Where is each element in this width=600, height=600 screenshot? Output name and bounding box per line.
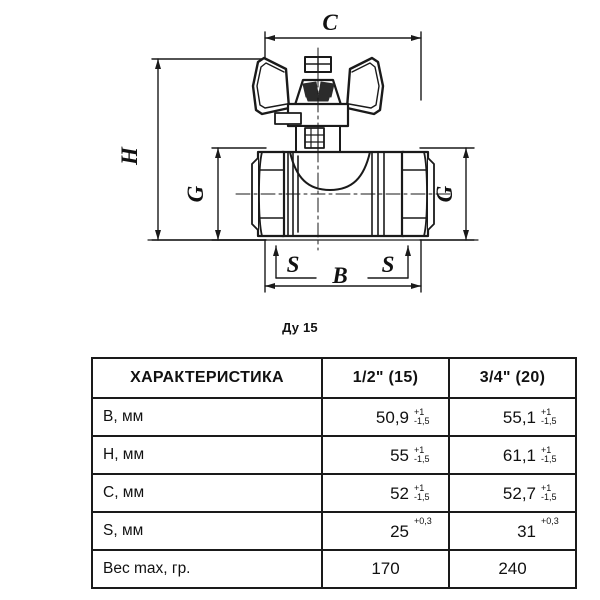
dimension-label-b: B bbox=[331, 263, 347, 288]
value-number: 240 bbox=[498, 559, 527, 578]
table-header-row: ХАРАКТЕРИСТИКА 1/2" (15) 3/4" (20) bbox=[91, 357, 577, 399]
tolerance: +1 -1,5 bbox=[541, 482, 561, 503]
row-label: Вес max, гр. bbox=[91, 549, 323, 589]
dimension-label-s-left: S bbox=[287, 252, 300, 277]
row-value-col1: 50,9 +1 -1,5 bbox=[321, 397, 450, 437]
tolerance-lower: -1,5 bbox=[541, 492, 557, 502]
row-value-col2: 240 bbox=[448, 549, 577, 589]
technical-drawing: C H G G B S S bbox=[117, 10, 479, 293]
table-row: C, мм 52 +1 -1,5 52,7 +1 bbox=[91, 473, 577, 513]
dimension-h bbox=[151, 58, 267, 241]
row-value-col1: 170 bbox=[321, 549, 450, 589]
tolerance-lower: -1,5 bbox=[541, 416, 557, 426]
tolerance-upper: +1 bbox=[414, 444, 425, 455]
dimension-b bbox=[264, 239, 422, 293]
dimension-label-g-right: G bbox=[432, 185, 457, 202]
tolerance: +1 -1,5 bbox=[414, 444, 434, 465]
tolerance-lower: -1,5 bbox=[541, 454, 557, 464]
value-number: 55 bbox=[390, 445, 409, 465]
table-row: S, мм 25 +0,3 31 +0,3 bbox=[91, 511, 577, 551]
tolerance-upper: +1 bbox=[541, 482, 552, 493]
table-row: B, мм 50,9 +1 -1,5 55,1 +1 bbox=[91, 397, 577, 437]
tolerance: +1 -1,5 bbox=[541, 406, 561, 427]
row-value-col1: 52 +1 -1,5 bbox=[321, 473, 450, 513]
dimension-label-g-left: G bbox=[183, 185, 208, 202]
value-number: 50,9 bbox=[375, 407, 409, 427]
dimension-label-s-right: S bbox=[382, 252, 395, 277]
tolerance: +1 -1,5 bbox=[414, 406, 434, 427]
value-number: 170 bbox=[371, 559, 400, 578]
header-characteristic: ХАРАКТЕРИСТИКА bbox=[91, 357, 323, 399]
tolerance-lower: -1,5 bbox=[414, 492, 430, 502]
row-value-col2: 52,7 +1 -1,5 bbox=[448, 473, 577, 513]
dimension-label-h: H bbox=[117, 146, 142, 166]
row-value-col2: 31 +0,3 bbox=[448, 511, 577, 551]
tolerance-lower: -1,5 bbox=[414, 454, 430, 464]
table-row: H, мм 55 +1 -1,5 61,1 +1 bbox=[91, 435, 577, 475]
header-size-half-inch: 1/2" (15) bbox=[321, 357, 450, 399]
table-row: Вес max, гр. 170 240 bbox=[91, 549, 577, 589]
drawing-caption: Ду 15 bbox=[282, 320, 318, 335]
value-number: 25 bbox=[390, 521, 409, 541]
value-number: 55,1 bbox=[502, 407, 536, 427]
row-value-col2: 61,1 +1 -1,5 bbox=[448, 435, 577, 475]
tolerance-upper: +1 bbox=[541, 406, 552, 417]
tolerance: +1 -1,5 bbox=[541, 444, 561, 465]
specifications-table-wrapper: ХАРАКТЕРИСТИКА 1/2" (15) 3/4" (20) B, мм… bbox=[91, 357, 577, 589]
dimension-s-left bbox=[273, 245, 317, 279]
valve-illustration bbox=[251, 56, 435, 238]
tolerance: +1 -1,5 bbox=[414, 482, 434, 503]
tolerance-upper: +0,3 bbox=[414, 516, 432, 526]
tolerance-upper: +1 bbox=[414, 406, 425, 417]
value-number: 31 bbox=[517, 521, 536, 541]
row-label: C, мм bbox=[91, 473, 323, 513]
tolerance-lower: -1,5 bbox=[414, 416, 430, 426]
tolerance-upper: +1 bbox=[541, 444, 552, 455]
value-number: 52,7 bbox=[502, 483, 536, 503]
row-label: S, мм bbox=[91, 511, 323, 551]
header-size-three-quarter-inch: 3/4" (20) bbox=[448, 357, 577, 399]
tolerance-upper: +1 bbox=[414, 482, 425, 493]
row-value-col2: 55,1 +1 -1,5 bbox=[448, 397, 577, 437]
tolerance-upper: +0,3 bbox=[541, 516, 559, 526]
value-number: 61,1 bbox=[502, 445, 536, 465]
specifications-table: ХАРАКТЕРИСТИКА 1/2" (15) 3/4" (20) B, мм… bbox=[91, 357, 577, 589]
dimension-label-c: C bbox=[322, 10, 338, 35]
row-label: H, мм bbox=[91, 435, 323, 475]
value-number: 52 bbox=[390, 483, 409, 503]
row-label: B, мм bbox=[91, 397, 323, 437]
dimension-s-right bbox=[367, 245, 411, 279]
row-value-col1: 25 +0,3 bbox=[321, 511, 450, 551]
row-value-col1: 55 +1 -1,5 bbox=[321, 435, 450, 475]
